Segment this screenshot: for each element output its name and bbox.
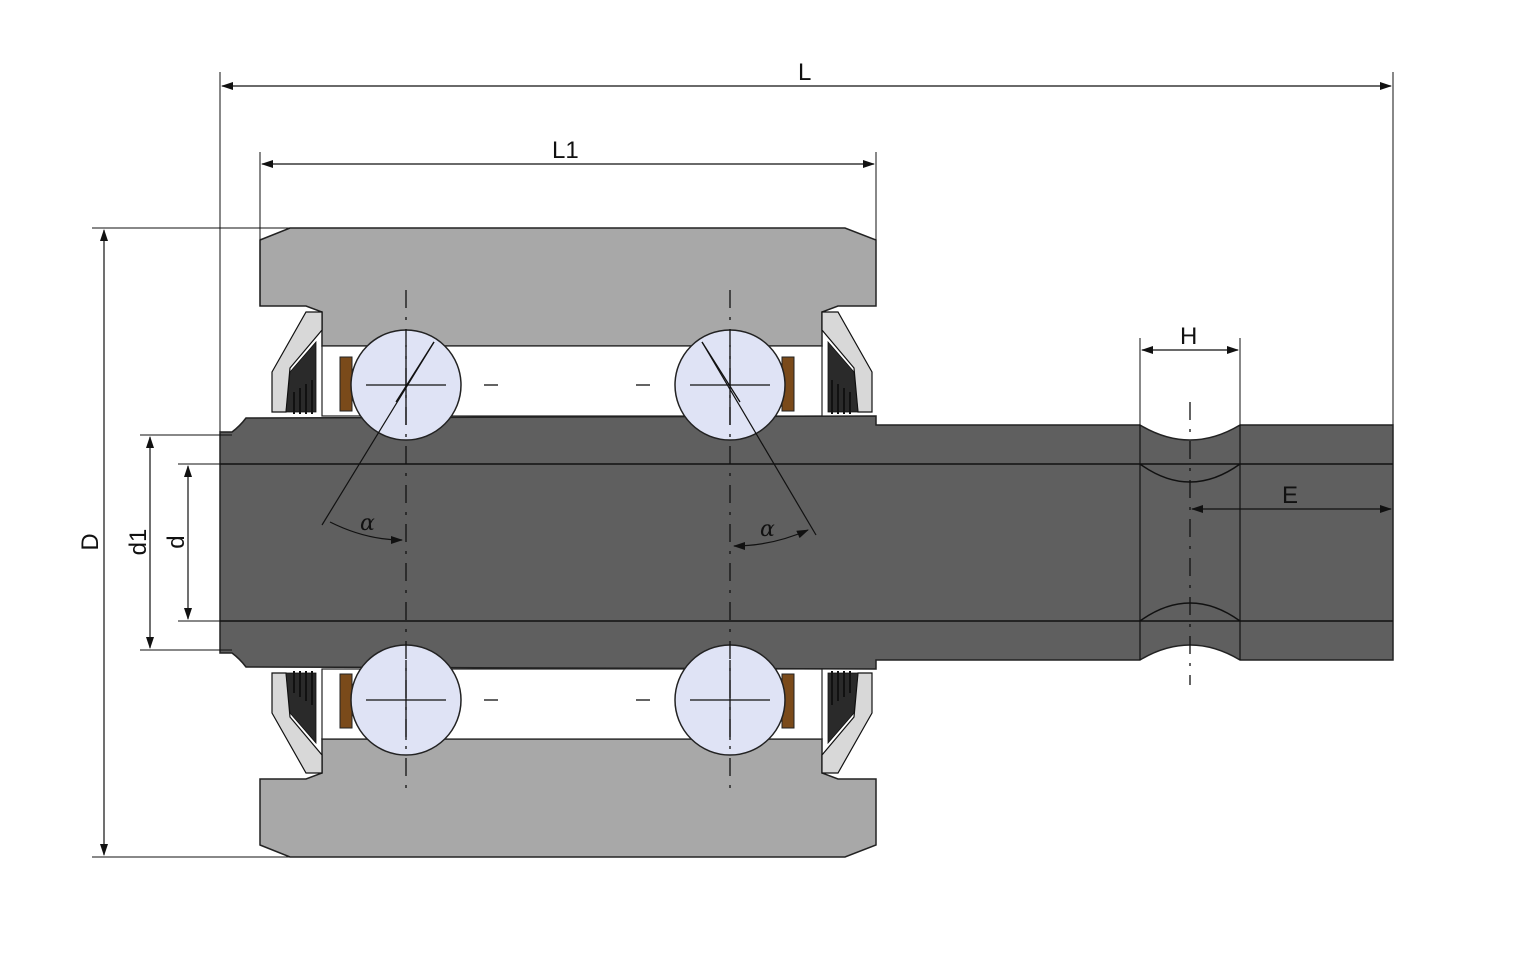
contact-line-right [701, 341, 817, 536]
dimension-label-L1: L1 [552, 137, 579, 164]
dimension-label-L: L [798, 59, 811, 86]
cage-top-left [339, 356, 353, 412]
seal-bottom-right [821, 671, 873, 774]
outer-ring-top [259, 227, 877, 347]
dimension-label-d1: d1 [125, 529, 152, 556]
shaft [219, 415, 1394, 670]
cage-bottom-left [339, 673, 353, 729]
seal-bottom-left [271, 671, 323, 774]
dimension-label-d: d [163, 535, 190, 548]
outer-ring-bottom [259, 738, 877, 858]
ball-bottom-right [674, 644, 786, 756]
ball-bottom-left [350, 644, 462, 756]
seal-top-left [271, 311, 323, 414]
angle-label-left: α [360, 511, 375, 536]
seal-top-right [821, 311, 873, 414]
contact-line-left [321, 341, 435, 526]
dimension-label-D: D [77, 533, 104, 550]
dimension-label-E: E [1282, 482, 1298, 509]
dimension-label-H: H [1180, 323, 1197, 350]
angle-arc-right [733, 529, 809, 550]
angle-arc-left [329, 521, 403, 544]
angle-label-right: α [760, 517, 775, 542]
